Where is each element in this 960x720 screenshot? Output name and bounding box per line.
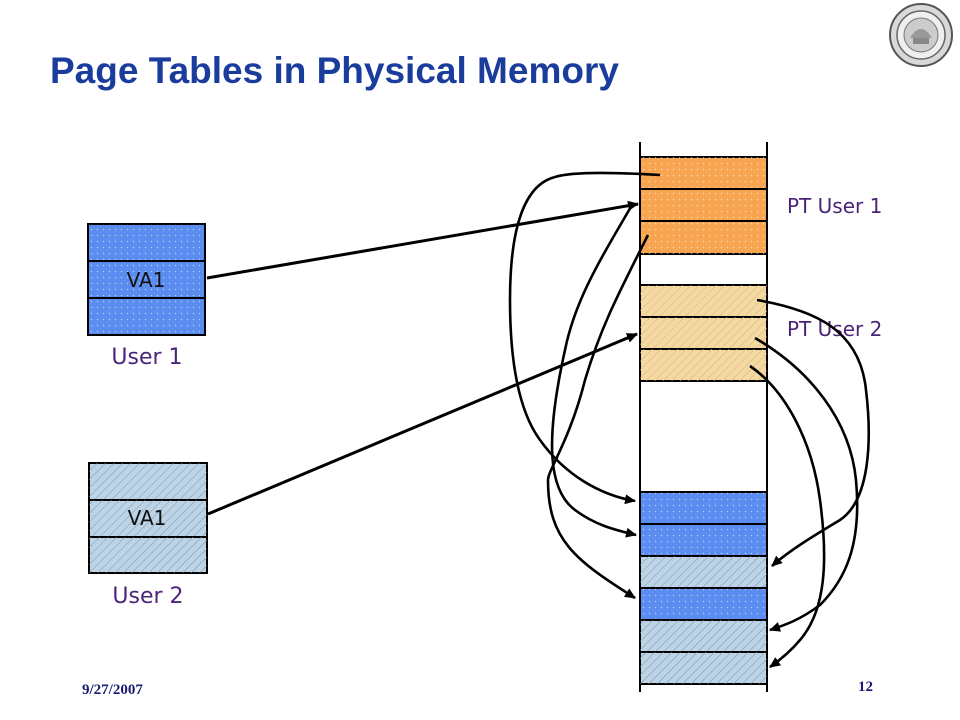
user1-caption: User 1 [111, 345, 182, 370]
page-title: Page Tables in Physical Memory [50, 50, 619, 91]
pt-user2-arrows [749, 298, 870, 669]
user1-page-table [87, 223, 206, 336]
arrow-pt2-1 [754, 336, 859, 632]
footer-page-number: 12 [858, 679, 873, 695]
arrow-pt2-2 [749, 364, 826, 669]
va-arrows [206, 200, 639, 516]
pt-user1-label: PT User 1 [787, 194, 882, 218]
arrow-pt1-2 [546, 234, 650, 600]
footer-date: 9/27/2007 [82, 682, 143, 698]
arrow-user1-va1 [206, 200, 639, 280]
arrow-user2-va1 [207, 332, 638, 516]
physical-memory [639, 142, 768, 692]
user2-caption: User 2 [112, 584, 183, 609]
pt-user1-arrows [508, 171, 661, 600]
user2-va1-label: VA1 [128, 506, 167, 530]
arrow-pt2-0 [756, 298, 870, 567]
university-seal-logo [889, 3, 953, 67]
arrow-pt1-0 [508, 171, 661, 505]
user2-page-table [88, 462, 208, 574]
user1-va1-label: VA1 [127, 268, 166, 292]
arrow-pt1-1 [550, 204, 637, 538]
